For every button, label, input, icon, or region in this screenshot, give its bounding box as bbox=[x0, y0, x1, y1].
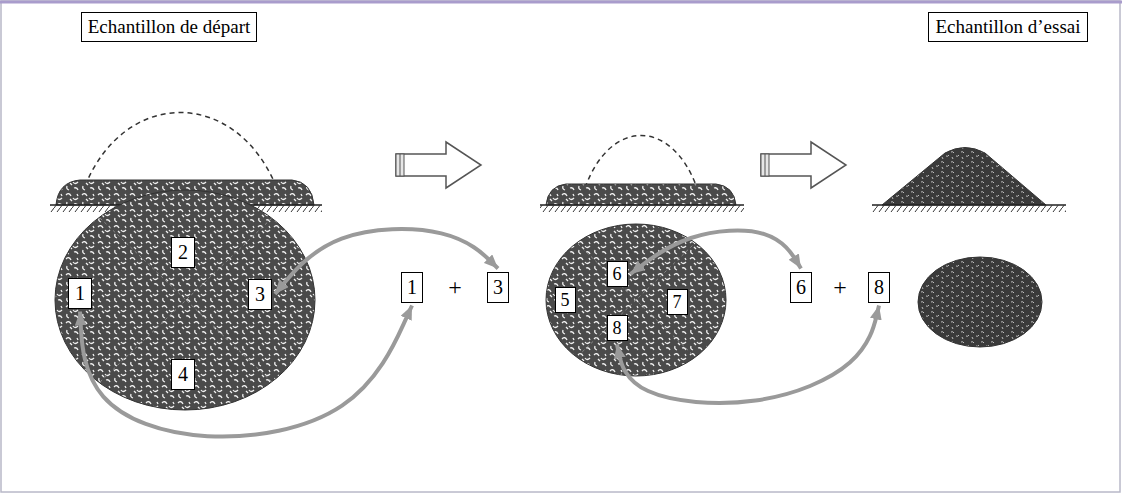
quarter-number: 8 bbox=[607, 315, 628, 342]
node-text: 1 bbox=[75, 282, 85, 305]
kept-quarter: 6 bbox=[790, 272, 812, 303]
ground-hatch bbox=[872, 205, 1066, 212]
step-arrow bbox=[761, 142, 846, 188]
plus-sign: + bbox=[833, 275, 847, 299]
kept-quarter: 8 bbox=[868, 272, 890, 303]
quarter-line bbox=[578, 244, 694, 356]
node-text: 6 bbox=[613, 264, 622, 285]
quarter-number: 1 bbox=[68, 278, 92, 309]
plus-sign: + bbox=[448, 275, 462, 299]
node-text: 5 bbox=[561, 290, 570, 311]
middle-plan bbox=[546, 224, 726, 376]
quarter-number: 6 bbox=[607, 261, 628, 288]
node-text: 2 bbox=[178, 241, 188, 264]
quarter-number: 7 bbox=[667, 289, 688, 316]
node-text: 8 bbox=[874, 276, 884, 299]
node-text: Echantillon de départ bbox=[88, 16, 251, 38]
transfer-arrow bbox=[80, 306, 412, 437]
middle-pile bbox=[540, 136, 744, 213]
sample-ellipse bbox=[546, 224, 726, 376]
quarter-number: 3 bbox=[248, 279, 272, 310]
node-text: 3 bbox=[255, 283, 265, 306]
node-text: 1 bbox=[407, 276, 417, 299]
quarter-line bbox=[578, 244, 694, 356]
quarter-number: 4 bbox=[171, 359, 195, 390]
node-text: 3 bbox=[493, 276, 503, 299]
quarter-line bbox=[100, 218, 272, 382]
sample-title: Echantillon d’essai bbox=[928, 12, 1087, 42]
dashed-cone bbox=[85, 113, 276, 187]
node-text: 7 bbox=[673, 292, 682, 313]
quarter-line bbox=[100, 218, 272, 382]
kept-quarter: 1 bbox=[401, 272, 423, 303]
test-pile bbox=[872, 148, 1066, 213]
frame-top bbox=[0, 1, 1122, 4]
transfer-arrow bbox=[275, 229, 498, 294]
transfer-arrow bbox=[631, 231, 802, 274]
node-text: 6 bbox=[796, 276, 806, 299]
node-text: Echantillon d’essai bbox=[935, 16, 1080, 38]
ground-hatch bbox=[540, 205, 744, 212]
start-plan bbox=[55, 190, 315, 410]
flattened-pile bbox=[546, 184, 736, 205]
sample-title: Echantillon de départ bbox=[81, 12, 258, 42]
cone-pile bbox=[882, 148, 1046, 206]
test-ellipse bbox=[918, 257, 1042, 347]
node-text: 4 bbox=[178, 363, 188, 386]
node-text: 8 bbox=[613, 318, 622, 339]
dashed-cone bbox=[585, 136, 697, 189]
step-arrow bbox=[396, 142, 481, 188]
transfer-arrow bbox=[617, 306, 879, 403]
kept-quarter: 3 bbox=[487, 272, 509, 303]
quarter-number: 5 bbox=[555, 287, 576, 314]
sample-ellipse bbox=[55, 190, 315, 410]
quarter-number: 2 bbox=[171, 237, 195, 268]
